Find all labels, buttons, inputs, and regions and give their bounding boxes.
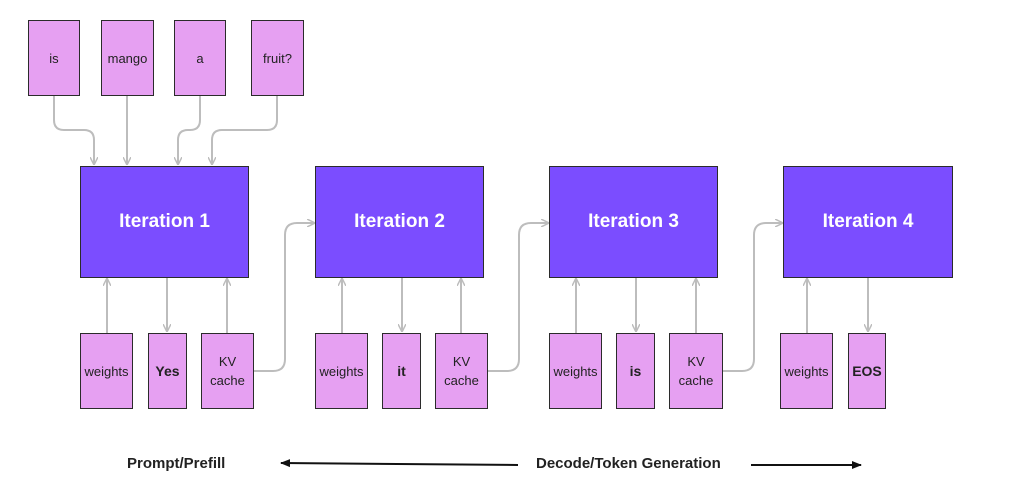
kv-cache-box: KV cache <box>669 333 723 409</box>
cache-label-line: cache <box>678 373 714 388</box>
output-token-box: is <box>616 333 655 409</box>
output-token-box: EOS <box>848 333 886 409</box>
weights-label: weights <box>784 363 829 379</box>
iteration-box: Iteration 2 <box>315 166 484 278</box>
prefill-arrow <box>280 459 519 468</box>
weights-box: weights <box>780 333 833 409</box>
output-token-box: it <box>382 333 421 409</box>
prompt-token: a <box>174 20 226 96</box>
prompt-token: is <box>28 20 80 96</box>
weights-box: weights <box>315 333 368 409</box>
kv-cache-label: KV cache <box>444 352 479 390</box>
output-token-label: EOS <box>852 363 882 379</box>
iteration-title: Iteration 4 <box>822 211 914 232</box>
weights-box: weights <box>549 333 602 409</box>
weights-label: weights <box>84 363 129 379</box>
connector-kv-to-iter-2 <box>253 223 314 372</box>
iteration-title: Iteration 2 <box>354 211 445 232</box>
cache-label-line: cache <box>444 373 479 388</box>
prompt-token-label: is <box>49 50 59 66</box>
output-token-label: is <box>629 363 642 379</box>
prompt-token-label: mango <box>107 50 148 66</box>
kv-label-line: KV <box>452 354 471 369</box>
output-token-label: Yes <box>155 363 180 379</box>
connector-token-is <box>53 96 94 164</box>
prefill-caption: Prompt/Prefill <box>127 455 226 472</box>
prompt-token: fruit? <box>251 20 304 96</box>
output-token-box: Yes <box>148 333 187 409</box>
decode-caption: Decode/Token Generation <box>536 455 721 472</box>
kv-label-line: KV <box>687 354 705 369</box>
iteration-box: Iteration 3 <box>549 166 718 278</box>
connector-token-a <box>178 96 201 164</box>
kv-cache-label: KV cache <box>679 352 714 390</box>
kv-cache-box: KV cache <box>435 333 488 409</box>
output-token-label: it <box>397 363 406 379</box>
cache-label-line: cache <box>210 373 245 388</box>
iteration-box: Iteration 4 <box>783 166 953 278</box>
iteration-title: Iteration 1 <box>119 211 210 232</box>
connector-kv-to-iter-4 <box>722 223 782 372</box>
kv-cache-box: KV cache <box>201 333 254 409</box>
weights-box: weights <box>80 333 133 409</box>
connector-token-fruit <box>212 96 278 164</box>
prompt-token: mango <box>101 20 154 96</box>
prompt-token-label: fruit? <box>263 50 292 66</box>
kv-label-line: KV <box>218 354 237 369</box>
iteration-box: Iteration 1 <box>80 166 249 278</box>
weights-label: weights <box>553 363 598 379</box>
kv-cache-label: KV cache <box>210 352 245 390</box>
iteration-title: Iteration 3 <box>588 211 679 232</box>
prompt-token-label: a <box>196 50 204 66</box>
connector-kv-to-iter-3 <box>487 223 548 372</box>
weights-label: weights <box>319 363 364 379</box>
